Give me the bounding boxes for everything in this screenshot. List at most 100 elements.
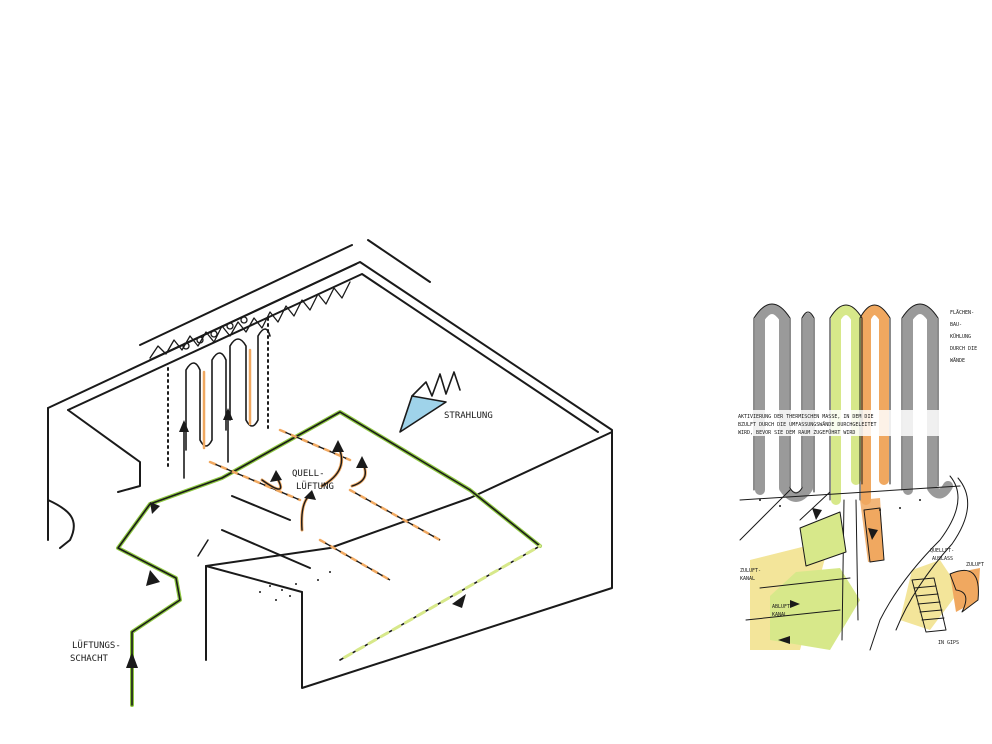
pipe-hole-4 (226, 322, 234, 330)
wall-serpentine-pipe-1 (185, 352, 227, 451)
stipple (289, 595, 291, 597)
detail-stipple (779, 505, 781, 507)
detail-label-panel-5: WÄNDE (950, 357, 965, 364)
floor-green-channel (770, 568, 860, 650)
pipe-hole-5 (240, 316, 248, 324)
wall-left-edge (367, 239, 431, 283)
detail-pipe-outline-3 (859, 304, 891, 501)
broken-wall-left (47, 499, 75, 549)
detail-label-panel-1: FLÄCHEN- (950, 309, 974, 316)
wall-serpentine-pipe-2 (229, 328, 271, 427)
label-source-1: QUELL- (292, 469, 325, 479)
detail-curl-arrow (949, 569, 979, 613)
detail-arrow-2 (868, 528, 878, 540)
detail-arrow-3 (790, 600, 800, 608)
stipple (295, 583, 297, 585)
label-shaft-2: SCHACHT (70, 654, 109, 664)
detail-grate-bars (913, 585, 945, 621)
stipple (281, 589, 283, 591)
source-air-dash-2 (278, 428, 352, 462)
detail-label-abluft-kanal-2: KANAL (772, 612, 787, 618)
detail-channel-center (841, 499, 845, 641)
arrowhead-mid (150, 502, 160, 514)
detail-pipe-orange (861, 305, 889, 505)
detail-pipe-outline-1 (753, 303, 815, 494)
detail-label-zuluft-kanal-1: ZULUFT- (740, 568, 761, 574)
roof-truss-top (139, 244, 353, 346)
stipple (269, 585, 271, 587)
detail-label-gips: IN GIPS (938, 640, 959, 646)
source-air-dash-4 (348, 488, 442, 542)
arrowhead-lower (146, 570, 160, 586)
detail-label-zuluft-kanal-2: KANAL (740, 576, 755, 582)
detail-grate (911, 577, 947, 633)
detail-stipple (879, 509, 881, 511)
detail-channel-left-3 (745, 609, 841, 621)
curl-arrowhead-4 (356, 456, 368, 468)
radiation-cone (399, 395, 447, 433)
detail-wall-curve-2 (895, 477, 969, 631)
detail-arrow-4 (778, 636, 790, 644)
detail-label-zuluft-short: ZULUFT (966, 562, 984, 568)
detail-pipe-outline-2 (829, 304, 863, 501)
detail-label-abluft-kanal-1: ABLUFT- (772, 604, 793, 610)
detail-label-panel-3: KÜHLUNG (950, 333, 971, 340)
pipe-hole-3 (210, 330, 218, 338)
detail-channel-left-1 (739, 489, 791, 541)
detail-caption-1: AKTIVIERUNG DER THERMISCHEN MASSE, IN DE… (738, 414, 873, 420)
stipple (275, 599, 277, 601)
detail-pipe-grey-2 (903, 304, 953, 499)
label-shaft-1: LÜFTUNGS- (72, 640, 121, 651)
stipple (329, 571, 331, 573)
arrowhead-shaft (126, 652, 138, 668)
source-air-dash-1 (208, 460, 302, 502)
arrowhead-riser-2 (223, 408, 233, 420)
curl-arrowhead-1 (270, 470, 282, 482)
detail-stipple (899, 507, 901, 509)
detail-label-quellauslass-2: AUSLASS (932, 556, 953, 562)
detail-pipe-grey-1 (755, 304, 813, 502)
floor-line-2 (231, 495, 291, 521)
arrowhead-return (452, 594, 466, 608)
detail-channel-center-2 (855, 499, 859, 621)
detail-floor-line (739, 485, 961, 501)
detail-arrow-1 (812, 508, 822, 520)
arrowhead-riser-1 (179, 420, 189, 432)
source-air-dash-ink-1 (209, 461, 301, 501)
detail-label-panel-2: BAU- (950, 322, 962, 328)
detail-channel-left-4 (759, 577, 851, 589)
detail-green-block (799, 511, 847, 567)
detail-label-quellauslass-1: QUELLFT- (930, 548, 954, 554)
detail-label-panel-4: DURCH DIE (950, 346, 977, 352)
detail-stipple (759, 499, 761, 501)
curl-arrowhead-3 (304, 490, 316, 500)
stipple (317, 579, 319, 581)
radiation-wave (411, 371, 461, 397)
wall-top-inner (67, 273, 599, 433)
label-source-2: LÜFTUNG (296, 481, 334, 492)
floor-line-3 (197, 539, 209, 557)
detail-caption-2: BZULFT DURCH DIE UMFASSUNGSWÄNDE DURCHGE… (738, 421, 876, 428)
pipe-hole-2 (196, 336, 204, 344)
left-wall-ledge (67, 409, 141, 493)
detail-caption-bg (736, 410, 968, 436)
return-air-dashed (339, 545, 541, 661)
source-air-dash-ink-3 (319, 539, 391, 581)
detail-wall-curve (869, 475, 959, 651)
detail-pipe-outline-4 (901, 303, 939, 491)
front-edge (205, 431, 613, 567)
return-air-dashed-yellow (338, 544, 542, 662)
detail-channel-left-2 (799, 491, 831, 521)
detail-caption-3: WIRD, BEVOR SIE DEM RAUM ZUGEFÜHRT WIRD (738, 429, 855, 436)
floor-line-1 (221, 529, 311, 569)
stipple (259, 591, 261, 593)
detail-pipe-green (831, 305, 861, 505)
pipe-hole-1 (182, 342, 190, 350)
supply-air-path-ink (117, 411, 541, 706)
label-radiation: STRAHLUNG (444, 411, 493, 421)
detail-stipple (919, 499, 921, 501)
curl-arrowhead-2 (332, 440, 344, 452)
